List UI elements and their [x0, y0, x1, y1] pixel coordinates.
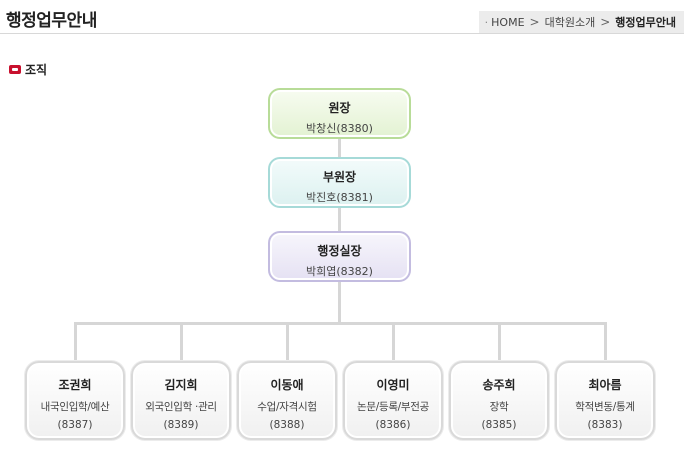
staff-box: 최아름 학적변동/통계 (8383): [555, 361, 655, 440]
staff-name: 조권희: [58, 378, 92, 392]
section-bullet-icon: [9, 65, 21, 74]
org-box-person: 박창신(8380): [306, 122, 373, 135]
staff-duty: 수업/자격시험: [257, 401, 317, 413]
org-box-vice-director: 부원장 박진호(8381): [268, 157, 411, 208]
staff-extension: (8386): [375, 419, 411, 431]
org-box-title: 행정실장: [317, 244, 362, 258]
staff-duty: 장학: [489, 401, 509, 413]
breadcrumb: · HOME > 대학원소개 > 행정업무안내: [478, 11, 684, 33]
staff-extension: (8385): [481, 419, 517, 431]
connector-line: [498, 322, 501, 362]
section-heading-label: 조직: [25, 63, 48, 77]
org-box-admin-head: 행정실장 박희엽(8382): [268, 231, 411, 282]
connector-line: [338, 139, 341, 157]
staff-duty: 외국인입학 ·관리: [145, 401, 217, 413]
org-box-director: 원장 박창신(8380): [268, 88, 411, 139]
breadcrumb-bullet: ·: [484, 15, 489, 29]
connector-line: [392, 322, 395, 362]
staff-box: 이동애 수업/자격시험 (8388): [237, 361, 337, 440]
staff-name: 이영미: [376, 378, 410, 392]
staff-name: 최아름: [588, 378, 622, 392]
org-box-title: 원장: [328, 101, 351, 115]
connector-line: [180, 322, 183, 362]
connector-line: [74, 322, 607, 325]
staff-box: 송주희 장학 (8385): [449, 361, 549, 440]
connector-line: [74, 322, 77, 362]
org-box-person: 박희엽(8382): [306, 265, 373, 278]
staff-extension: (8388): [269, 419, 305, 431]
staff-extension: (8383): [587, 419, 623, 431]
org-box-title: 부원장: [322, 170, 357, 184]
breadcrumb-current: 행정업무안내: [615, 16, 676, 29]
org-box-person: 박진호(8381): [306, 191, 373, 204]
connector-line: [338, 208, 341, 231]
chevron-right-icon: >: [529, 15, 540, 29]
staff-name: 김지희: [164, 378, 198, 392]
staff-extension: (8387): [57, 419, 93, 431]
chevron-right-icon: >: [600, 15, 611, 29]
staff-name: 이동애: [270, 378, 304, 392]
page-title: 행정업무안내: [6, 11, 97, 31]
staff-duty: 학적변동/통계: [575, 401, 635, 413]
section-heading: 조직: [9, 61, 47, 78]
connector-line: [604, 322, 607, 362]
connector-line: [286, 322, 289, 362]
breadcrumb-section-link[interactable]: 대학원소개: [544, 16, 596, 29]
staff-extension: (8389): [163, 419, 199, 431]
staff-box: 이영미 논문/등록/부전공 (8386): [343, 361, 443, 440]
staff-box: 조권희 내국인입학/예산 (8387): [25, 361, 125, 440]
staff-box: 김지희 외국인입학 ·관리 (8389): [131, 361, 231, 440]
title-divider: [0, 33, 684, 34]
staff-name: 송주희: [482, 378, 516, 392]
staff-duty: 논문/등록/부전공: [357, 401, 429, 413]
connector-line: [338, 282, 341, 323]
breadcrumb-home-link[interactable]: HOME: [491, 15, 525, 29]
staff-duty: 내국인입학/예산: [40, 401, 110, 413]
